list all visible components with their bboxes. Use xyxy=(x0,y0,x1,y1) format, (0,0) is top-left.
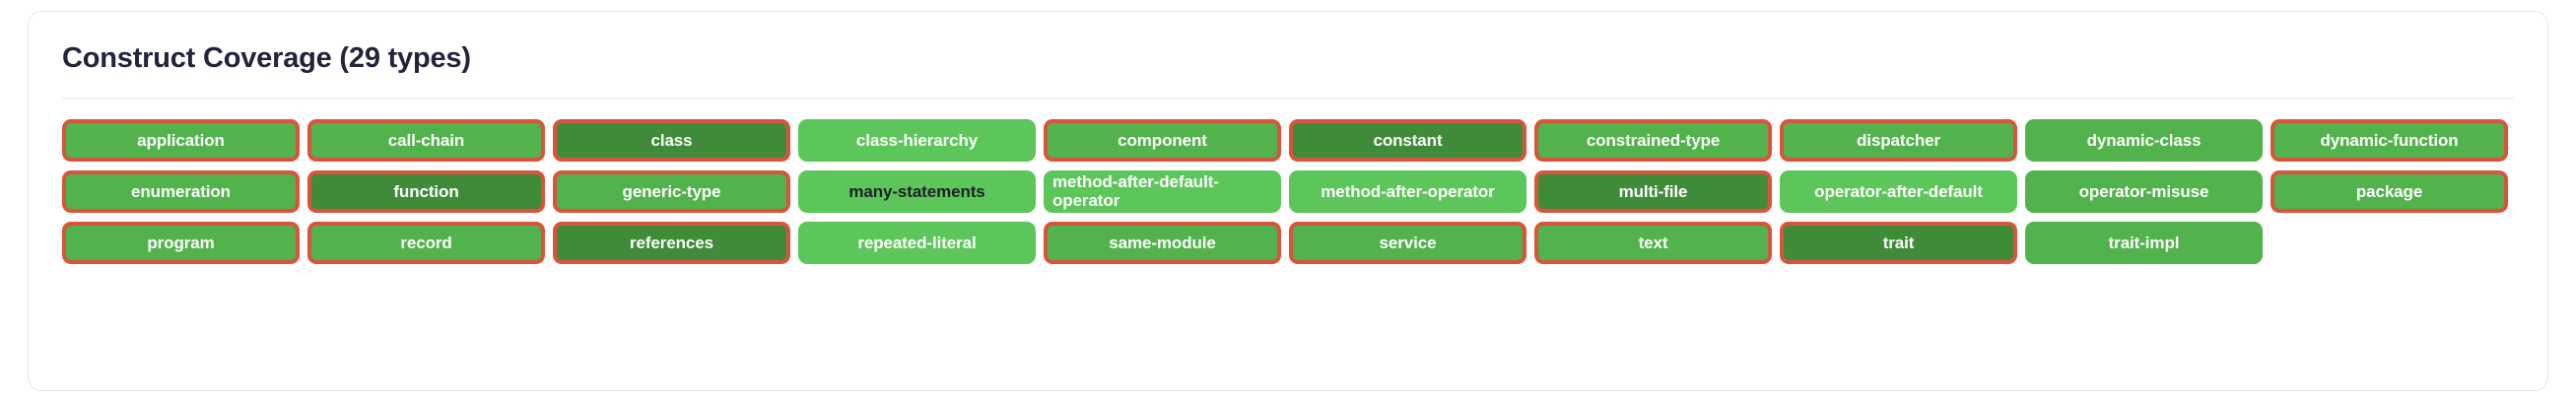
construct-badge[interactable]: dynamic-function xyxy=(2271,118,2508,162)
construct-badge[interactable]: dynamic-class xyxy=(2025,118,2263,162)
construct-badge[interactable]: enumeration xyxy=(62,169,300,213)
construct-coverage-card: Construct Coverage (29 types) applicatio… xyxy=(28,11,2548,391)
page-title: Construct Coverage (29 types) xyxy=(62,42,471,74)
construct-badge[interactable]: references xyxy=(553,221,790,264)
title-divider xyxy=(62,97,2514,99)
construct-badge[interactable]: trait-impl xyxy=(2025,221,2263,264)
construct-badge[interactable]: constrained-type xyxy=(1534,118,1772,162)
construct-badge[interactable]: call-chain xyxy=(307,118,545,162)
construct-badge[interactable]: method-after-operator xyxy=(1289,169,1526,213)
construct-badge[interactable]: function xyxy=(307,169,545,213)
construct-badge[interactable]: class xyxy=(553,118,790,162)
construct-badge[interactable]: many-statements xyxy=(798,169,1036,213)
construct-badge[interactable]: same-module xyxy=(1044,221,1281,264)
construct-badge[interactable]: repeated-literal xyxy=(798,221,1036,264)
construct-badge[interactable]: constant xyxy=(1289,118,1526,162)
construct-badge[interactable]: operator-after-default xyxy=(1780,169,2017,213)
construct-badge[interactable]: package xyxy=(2271,169,2508,213)
construct-badge[interactable]: program xyxy=(62,221,300,264)
construct-badge[interactable]: record xyxy=(307,221,545,264)
construct-badge[interactable]: text xyxy=(1534,221,1772,264)
construct-badge[interactable]: component xyxy=(1044,118,1281,162)
construct-badge[interactable]: generic-type xyxy=(553,169,790,213)
construct-badge[interactable]: application xyxy=(62,118,300,162)
construct-badge[interactable]: service xyxy=(1289,221,1526,264)
construct-badge[interactable]: multi-file xyxy=(1534,169,1772,213)
construct-badge[interactable]: class-hierarchy xyxy=(798,118,1036,162)
construct-badge[interactable]: trait xyxy=(1780,221,2017,264)
construct-badge[interactable]: method-after-default-operator xyxy=(1044,169,1281,213)
construct-badge[interactable]: operator-misuse xyxy=(2025,169,2263,213)
construct-badge[interactable]: dispatcher xyxy=(1780,118,2017,162)
